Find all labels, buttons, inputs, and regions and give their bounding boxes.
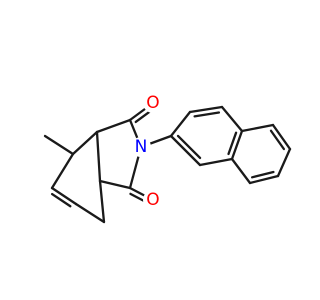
bond-me-c4: [43, 134, 75, 156]
atom-o2: O: [143, 190, 163, 210]
atom-o2-label: O: [146, 190, 159, 210]
bond-a4-a2-second: [176, 134, 202, 160]
bond-a4a-a4: [198, 157, 234, 167]
bond-c4-c6: [50, 152, 75, 190]
bond-c7-c5: [74, 202, 106, 224]
bond-a4a-a8a: [230, 129, 244, 161]
bond-c3-c7a: [98, 179, 132, 190]
bond-c3a-c7a: [95, 130, 102, 183]
atom-o1-label: O: [146, 93, 159, 113]
atom-o1: O: [143, 93, 163, 113]
bond-c6-c5-second: [50, 192, 72, 208]
bond-a8a-a4a-second: [227, 131, 238, 156]
bond-a6-a5: [248, 174, 280, 185]
bond-a5-a4a: [230, 157, 252, 185]
bond-a2-a1: [169, 110, 192, 138]
atom-n-label: N: [135, 137, 148, 157]
bond-a1-a1b: [188, 105, 224, 114]
bond-c4-c3a: [71, 130, 99, 156]
atom-n-background: [131, 137, 151, 157]
bond-a8a-a8: [240, 123, 275, 133]
bond-a8-a7-second: [269, 129, 286, 151]
bond-c3a-c1: [95, 118, 132, 134]
bond-a8-a7: [271, 123, 292, 151]
atom-n: N: [131, 137, 151, 157]
bond-a6-a5-second: [250, 170, 275, 179]
bond-a1b-a8a: [220, 105, 244, 133]
bond-c6-c5: [50, 186, 78, 206]
bond-layer: [43, 101, 292, 224]
atom-o2-background: [143, 190, 163, 210]
atom-o1-background: [143, 93, 163, 113]
bond-a7-a6: [276, 147, 292, 178]
bond-a1-a1b-second: [193, 111, 221, 118]
bond-c7a-c7: [98, 179, 106, 224]
molecule-diagram: O O N: [43, 93, 292, 224]
bond-a4-a2: [169, 134, 202, 167]
